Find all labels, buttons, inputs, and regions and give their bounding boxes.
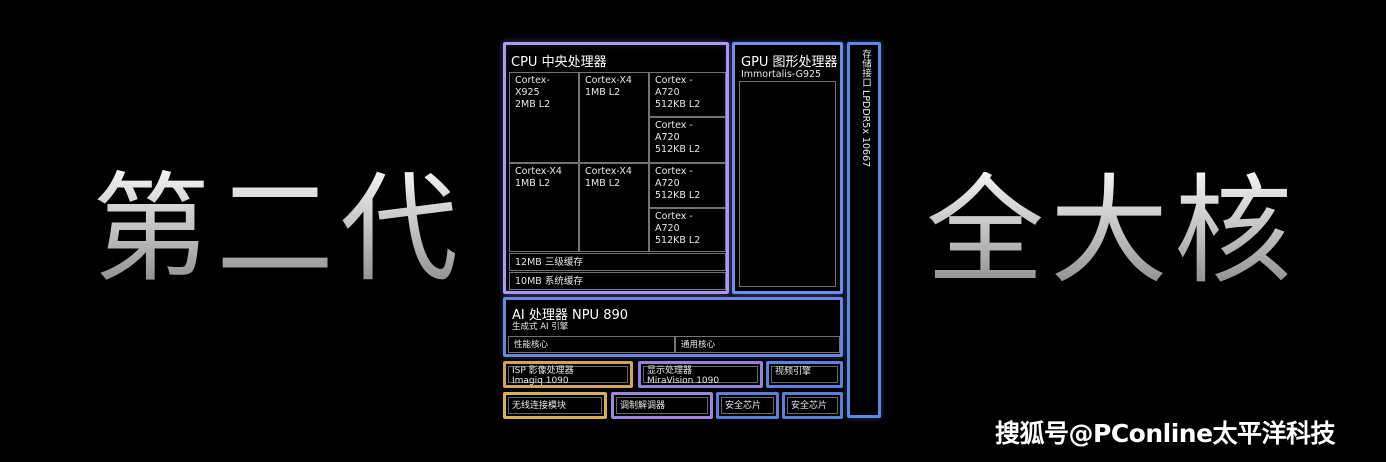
- ai-subtitle: 生成式 AI 引擎: [512, 322, 569, 332]
- system-cache: 10MB 系统缓存: [509, 272, 726, 290]
- headline-left: 第二代: [92, 160, 465, 298]
- gpu-model: Immortalis-G925: [741, 69, 822, 80]
- cpu-core: Cortex-X4 1MB L2: [579, 72, 649, 163]
- gpu-core-area: [739, 81, 836, 287]
- cpu-block: CPU 中央处理器 Cortex-X925 2MB L2 Cortex-X4 1…: [503, 42, 729, 294]
- modem-block: 调制解调器: [611, 392, 713, 419]
- cpu-core: Cortex - A720 512KB L2: [649, 163, 726, 208]
- cpu-core: Cortex-X4 1MB L2: [509, 163, 579, 252]
- l3-cache: 12MB 三级缓存: [509, 253, 726, 271]
- display-processor-block: 显示处理器 MiraVision 1090: [638, 361, 763, 388]
- cpu-core: Cortex-X925 2MB L2: [509, 72, 579, 163]
- cpu-core: Cortex - A720 512KB L2: [649, 208, 726, 252]
- cpu-title: CPU 中央处理器: [511, 55, 607, 70]
- gpu-title: GPU 图形处理器: [741, 55, 838, 70]
- cpu-core: Cortex-X4 1MB L2: [579, 163, 649, 252]
- display-label: 显示处理器 MiraVision 1090: [647, 366, 720, 386]
- security-label: 安全芯片: [791, 401, 828, 411]
- ai-title: AI 处理器 NPU 890: [512, 308, 629, 323]
- storage-label: 存储接口 LPDDR5x 10667: [860, 49, 871, 168]
- wireless-label: 无线连接模块: [512, 401, 567, 411]
- ai-performance-core: 性能核心: [508, 336, 675, 353]
- headline-right: 全大核: [926, 162, 1299, 300]
- cpu-core: Cortex - A720 512KB L2: [649, 117, 726, 163]
- storage-interface-block: 存储接口 LPDDR5x 10667: [847, 42, 881, 418]
- gpu-block: GPU 图形处理器 Immortalis-G925: [732, 42, 843, 294]
- video-engine-block: 视频引擎: [766, 361, 843, 388]
- video-label: 视频引擎: [775, 367, 812, 377]
- security-chip-block: 安全芯片: [782, 392, 843, 419]
- security-label: 安全芯片: [725, 401, 762, 411]
- security-chip-block: 安全芯片: [716, 392, 779, 419]
- watermark: 搜狐号@PConline太平洋科技: [995, 419, 1336, 448]
- modem-label: 调制解调器: [620, 401, 666, 411]
- cpu-core: Cortex - A720 512KB L2: [649, 72, 726, 117]
- ai-processor-block: AI 处理器 NPU 890 生成式 AI 引擎 性能核心 通用核心: [503, 297, 843, 357]
- isp-block: ISP 影像处理器 Imagiq 1090: [503, 361, 633, 388]
- ai-general-core: 通用核心: [675, 336, 840, 353]
- wireless-module-block: 无线连接模块: [503, 392, 607, 419]
- isp-label: ISP 影像处理器 Imagiq 1090: [512, 366, 574, 386]
